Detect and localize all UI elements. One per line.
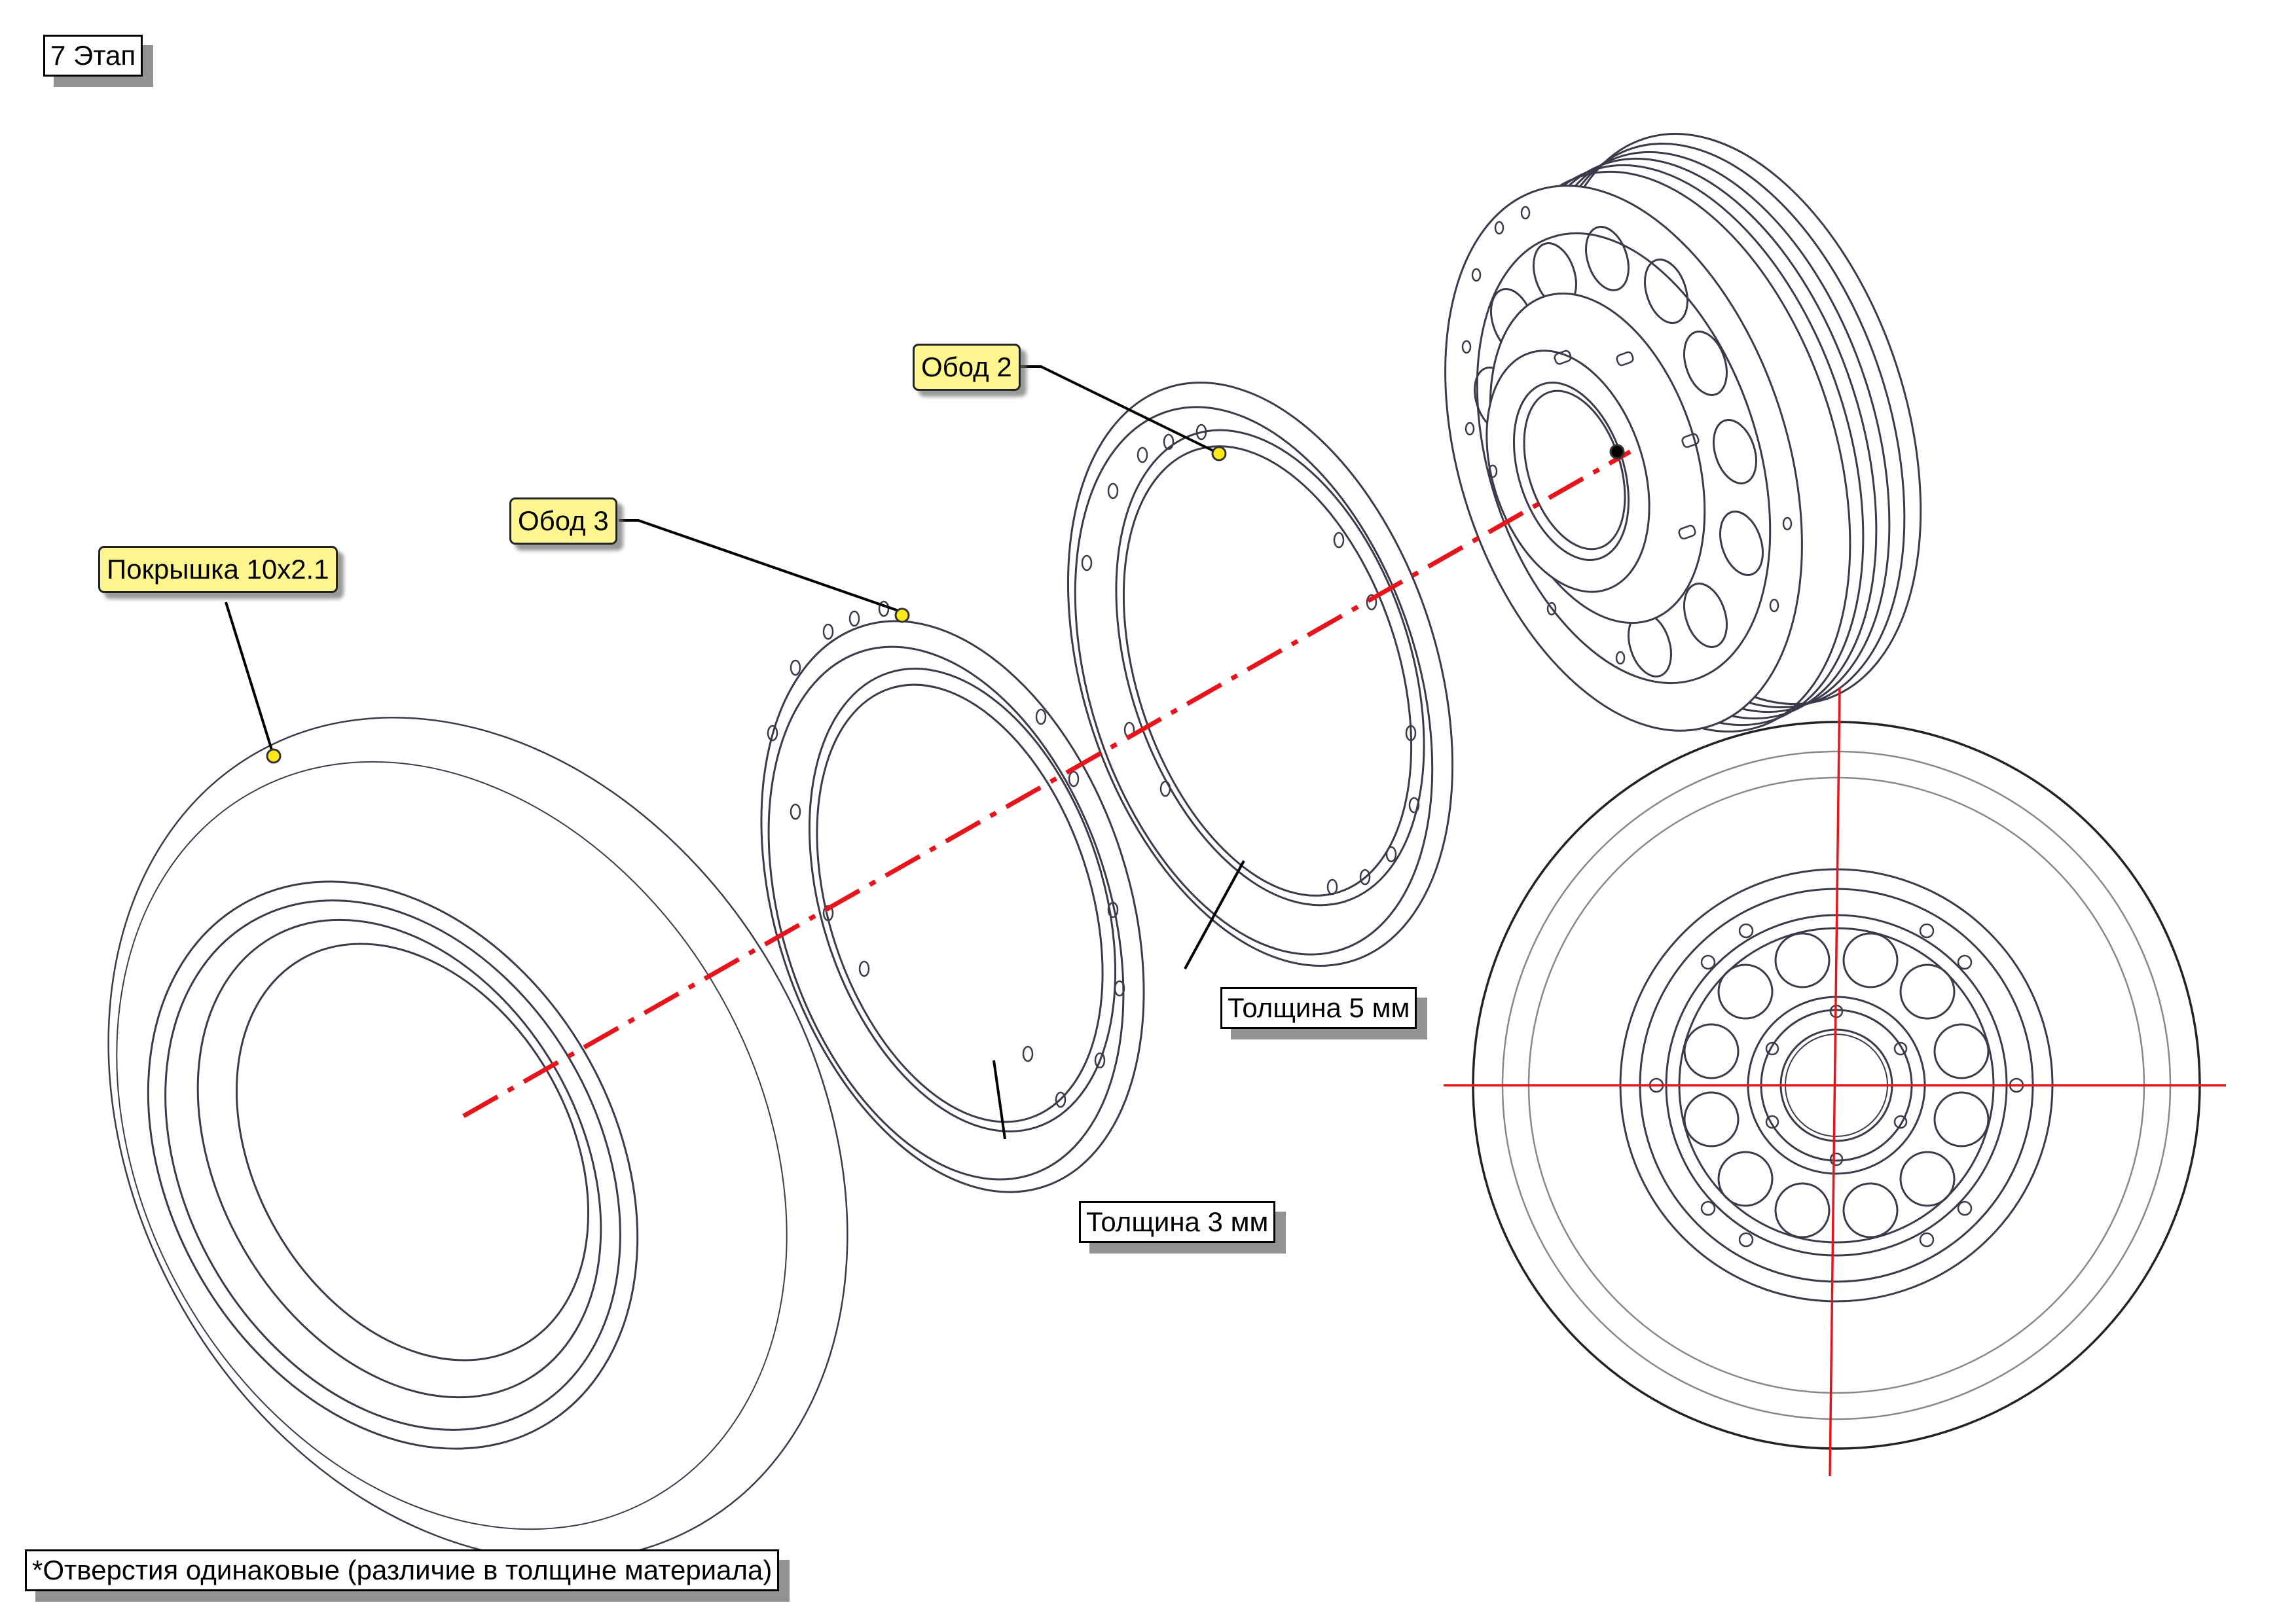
front-lightening-holes — [1683, 932, 1990, 1238]
callout-tire: Покрышка 10x2.1 — [98, 546, 338, 593]
leader-lines — [225, 365, 1245, 1140]
dot-hub — [1609, 444, 1625, 460]
callout-rim-3: Обод 3 — [509, 497, 617, 545]
leader-tire — [225, 602, 275, 757]
leader-rim3 — [619, 519, 903, 613]
hub-studs — [1554, 350, 1700, 540]
dot-rim3 — [894, 607, 910, 623]
hub-wheel-isometric — [1444, 133, 1922, 733]
leader-thick5 — [1184, 860, 1245, 969]
hub-outer-bolt-holes — [1461, 206, 1793, 665]
leader-rim2 — [1018, 365, 1220, 455]
rim-3-ring — [760, 620, 1145, 1193]
tire — [107, 717, 848, 1561]
rim-2-bolt-holes — [1081, 424, 1420, 895]
leader-thick3 — [993, 1060, 1006, 1140]
thickness-3mm-label: Толщина 3 мм — [1079, 1201, 1276, 1243]
dot-tire — [266, 748, 282, 764]
assembly-axis — [462, 449, 1631, 1119]
stage-label: 7 Этап — [43, 35, 143, 77]
rim-3-bolt-holes — [767, 600, 1125, 1108]
callout-dots — [266, 444, 1625, 764]
dot-rim2 — [1211, 446, 1227, 461]
front-view-centerlines — [1444, 687, 2226, 1477]
rim-2-ring — [1066, 382, 1454, 967]
thickness-5mm-label: Толщина 5 мм — [1220, 987, 1417, 1029]
callout-rim-2: Обод 2 — [913, 344, 1021, 391]
footnote: *Отверстия одинаковые (различие в толщин… — [25, 1549, 780, 1591]
